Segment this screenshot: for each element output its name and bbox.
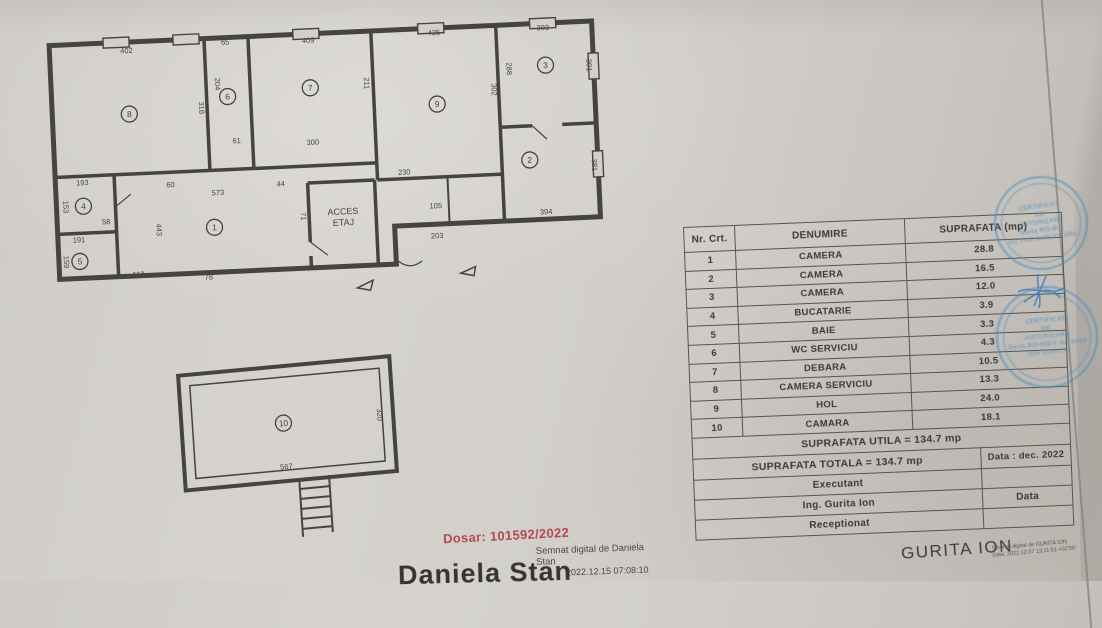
room-number-circle	[274, 414, 293, 432]
room-number: 6	[225, 91, 230, 101]
dimension-label: 301	[584, 59, 594, 72]
header-nr-crt: Nr. Crt.	[683, 224, 737, 253]
cell-nr: 4	[686, 306, 739, 328]
dimension-label: 204	[213, 78, 223, 91]
window-symbols	[102, 16, 605, 178]
dimension-label: 573	[212, 188, 225, 198]
room-number: 1	[212, 222, 217, 232]
dimension-label: 381	[590, 159, 600, 172]
room-number: 5	[77, 256, 82, 266]
room-number-circle	[218, 87, 237, 106]
room-number-circle	[428, 95, 446, 113]
cell-nr: 5	[687, 325, 740, 346]
dimension-label: 393	[536, 23, 549, 33]
room-number-circle	[120, 105, 138, 123]
dimension-label: 567	[280, 462, 293, 472]
room-number-circle	[71, 252, 89, 271]
room-number: 8	[127, 109, 132, 119]
dimension-label: 60	[166, 180, 175, 189]
floor-plan-drawing: ACCES ETAJ 40231865204614092113004253022…	[46, 16, 605, 292]
dimension-label: 320	[375, 408, 385, 421]
dimension-label: 61	[232, 136, 241, 145]
signature-scribble	[1017, 273, 1065, 309]
cell-nr: 2	[684, 269, 738, 291]
acces-etaj-label-1: ACCES	[327, 206, 358, 217]
dimension-label: 203	[431, 231, 444, 241]
room-number: 7	[308, 83, 313, 93]
room-number-circle	[205, 218, 224, 236]
signatory-name-large: Daniela Stan	[397, 555, 573, 591]
cell-nr: 3	[685, 288, 739, 309]
room-number-circle	[521, 151, 539, 169]
dimension-label: 302	[489, 83, 499, 96]
room-number: 10	[278, 418, 288, 429]
dimension-label: 44	[276, 179, 285, 188]
cell-nr: 10	[690, 418, 744, 439]
dimension-label: 443	[154, 223, 164, 236]
cell-nr: 6	[687, 343, 741, 365]
annex-drawing: 567 320 10	[175, 353, 400, 537]
dimension-label: 394	[540, 207, 553, 217]
room-number-circle	[536, 56, 555, 74]
dimension-label: 409	[302, 36, 315, 46]
room-number-circle	[74, 197, 93, 215]
annex-building: 567 320 10	[169, 350, 432, 571]
dimension-label: 153	[61, 201, 71, 214]
cell-nr: 7	[688, 362, 742, 384]
dimension-label: 71	[299, 212, 308, 221]
dimension-label: 402	[120, 46, 133, 56]
dimension-label: 211	[362, 77, 372, 89]
dosar-number: Dosar: 101592/2022	[442, 524, 570, 547]
room-number: 2	[527, 155, 532, 165]
dimension-label: 159	[62, 256, 72, 269]
dimension-label: 425	[427, 28, 440, 38]
ladder-symbol	[298, 475, 334, 537]
acces-etaj-label-2: ETAJ	[333, 217, 355, 228]
room-number: 9	[435, 99, 440, 109]
cell-nr: 8	[689, 380, 742, 402]
dimension-label: 191	[73, 235, 86, 245]
dimension-label: 288	[504, 62, 514, 75]
cell-nr: 1	[684, 250, 737, 272]
dimension-label: 300	[306, 137, 319, 147]
dimension-label: 65	[221, 37, 230, 46]
room-number: 4	[81, 201, 86, 211]
dimension-label: 78	[204, 272, 213, 281]
marker-triangles	[355, 265, 477, 292]
footer-right-cell	[983, 505, 1075, 530]
building-outline	[46, 18, 604, 282]
cell-nr: 9	[690, 399, 743, 421]
room-number-circle	[301, 79, 319, 97]
door-symbols	[115, 125, 548, 267]
dimension-label: 105	[429, 201, 442, 211]
dimension-label: 112	[132, 270, 144, 280]
dimension-label: 193	[76, 178, 89, 188]
dimension-label: 318	[197, 101, 207, 114]
room-number: 3	[543, 60, 548, 70]
dimension-label: 230	[398, 167, 411, 177]
dimension-label: 58	[102, 217, 111, 226]
signature-date: 2022.12.15 07:08:10	[565, 564, 649, 578]
